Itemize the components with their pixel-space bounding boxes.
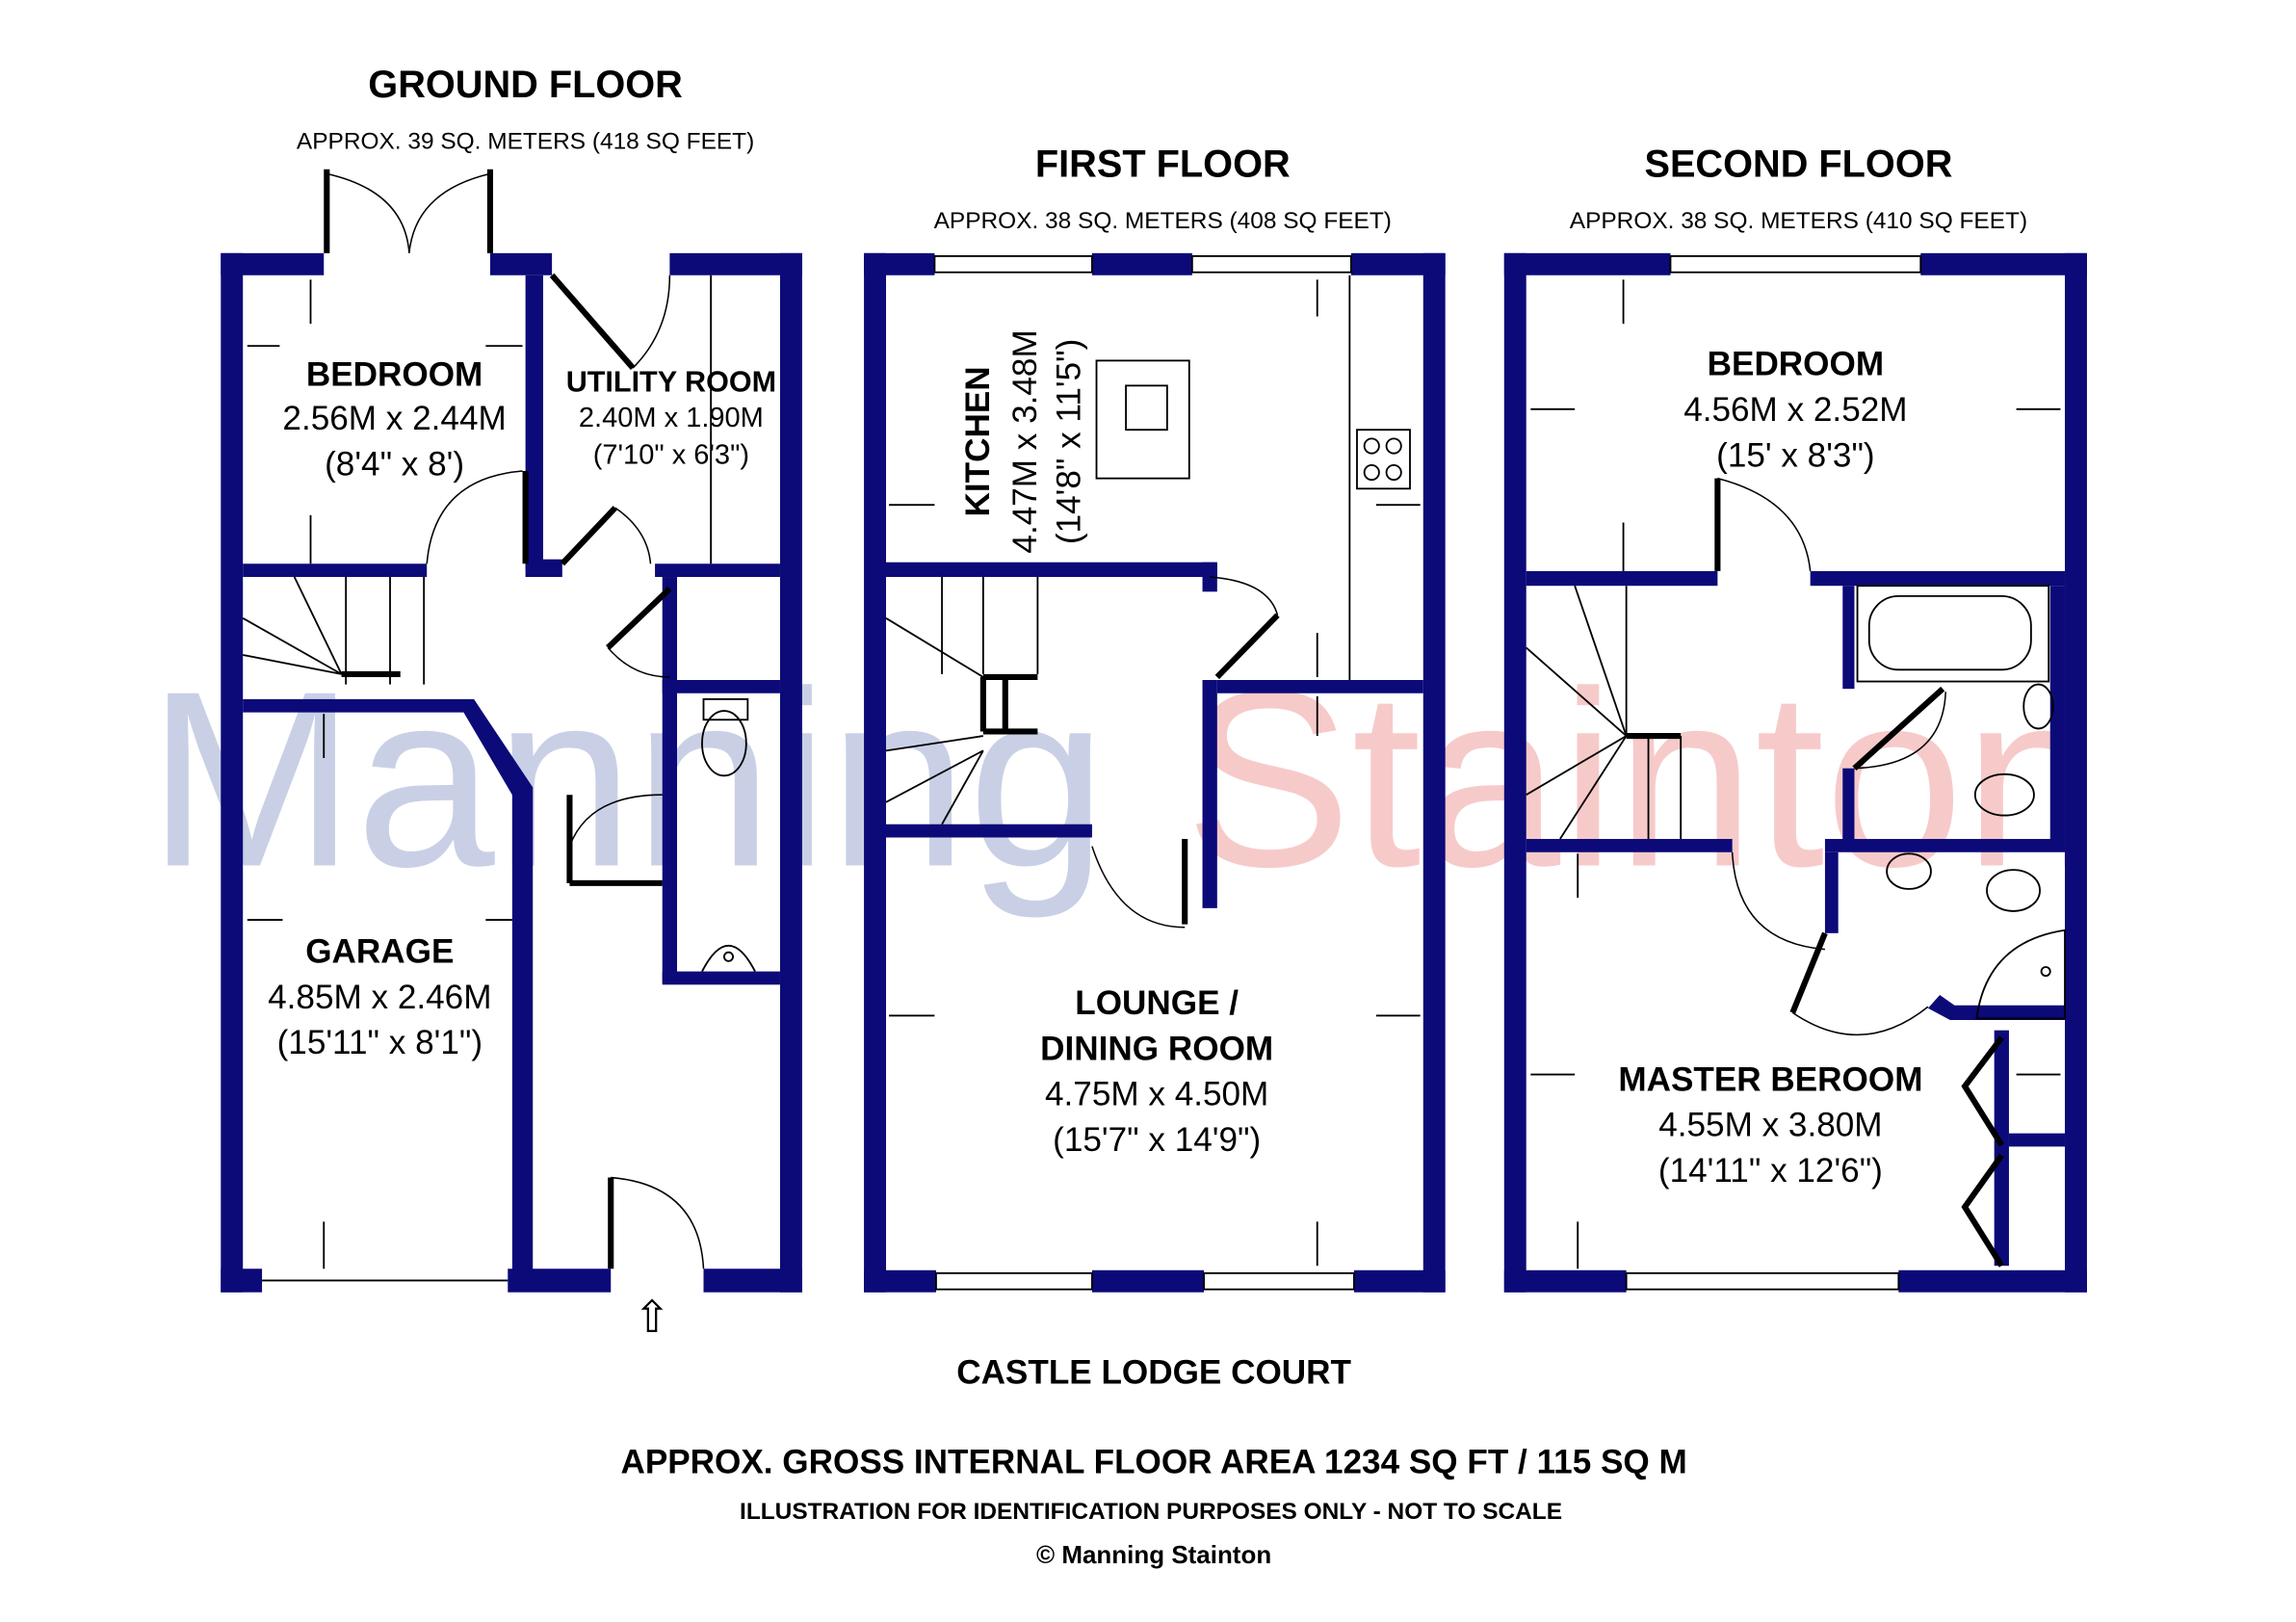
- footer: CASTLE LODGE COURT APPROX. GROSS INTERNA…: [620, 1353, 1686, 1568]
- room-dimensions-metric: 4.47M x 3.48M: [1006, 329, 1044, 553]
- entrance-arrow-icon: ⇧: [634, 1293, 670, 1342]
- room-name: BEDROOM: [306, 355, 483, 393]
- room-name: MASTER BEROOM: [1618, 1060, 1922, 1098]
- first-floor-area: APPROX. 38 SQ. METERS (408 SQ FEET): [934, 208, 1392, 234]
- room-dimensions-metric: 4.56M x 2.52M: [1683, 391, 1907, 429]
- dimension-arrows: [889, 279, 1421, 1267]
- basin: [1886, 683, 2054, 890]
- disclaimer: ILLUSTRATION FOR IDENTIFICATION PURPOSES…: [740, 1499, 1562, 1525]
- second-floor-walls: [1503, 252, 2087, 1293]
- second-floor-title: SECOND FLOOR: [1644, 143, 1952, 185]
- room-name: GARAGE: [305, 932, 454, 970]
- first-floor-title: FIRST FLOOR: [1035, 143, 1291, 185]
- basin: [701, 944, 756, 972]
- room-dimensions-metric: 4.55M x 3.80M: [1658, 1107, 1882, 1144]
- room-dimensions-imperial: (15'7" x 14'9"): [1053, 1121, 1261, 1159]
- room-dimensions-imperial: (15' x 8'3"): [1716, 436, 1874, 474]
- second-floor-area: APPROX. 38 SQ. METERS (410 SQ FEET): [1570, 208, 2027, 234]
- room-kitchen: KITCHEN 4.47M x 3.48M (14'8" x 11'5"): [959, 329, 1088, 553]
- room-name: LOUNGE /: [1075, 984, 1239, 1022]
- room-name: BEDROOM: [1708, 346, 1884, 383]
- stairs: [885, 577, 1039, 825]
- windows: [933, 254, 1355, 1291]
- hob: [1356, 429, 1411, 490]
- dimension-arrows: [247, 279, 523, 1269]
- room-dimensions-metric: 4.85M x 2.46M: [268, 979, 491, 1016]
- room-dimensions-metric: 4.75M x 4.50M: [1045, 1076, 1268, 1113]
- wc-toilet: [701, 697, 749, 777]
- ground-floor-title: GROUND FLOOR: [368, 64, 683, 106]
- windows: [1625, 254, 1922, 1291]
- toilet: [1973, 772, 2041, 912]
- room-dimensions-imperial: (14'11" x 12'6"): [1658, 1152, 1883, 1190]
- room-name: KITCHEN: [959, 366, 997, 516]
- address: CASTLE LODGE COURT: [956, 1353, 1351, 1391]
- room-bedroom-ground: BEDROOM 2.56M x 2.44M (8'4" x 8'): [282, 355, 506, 483]
- gross-area: APPROX. GROSS INTERNAL FLOOR AREA 1234 S…: [620, 1444, 1686, 1481]
- room-dimensions-imperial: (15'11" x 8'1"): [277, 1024, 483, 1061]
- room-dimensions-metric: 2.40M x 1.90M: [579, 403, 764, 433]
- room-name-line2: DINING ROOM: [1040, 1030, 1273, 1067]
- bath: [1856, 585, 2050, 683]
- room-dimensions-imperial: (7'10" x 6'3"): [593, 439, 749, 470]
- sink: [1095, 359, 1190, 480]
- watermark-manning: Manning: [147, 641, 1108, 921]
- first-floor: FIRST FLOOR APPROX. 38 SQ. METERS (408 S…: [864, 143, 1446, 1293]
- room-bedroom-second: BEDROOM 4.56M x 2.52M (15' x 8'3"): [1683, 346, 1907, 475]
- room-garage: GARAGE 4.85M x 2.46M (15'11" x 8'1"): [268, 932, 491, 1061]
- second-floor: SECOND FLOOR APPROX. 38 SQ. METERS (410 …: [1503, 143, 2087, 1293]
- room-utility: UTILITY ROOM 2.40M x 1.90M (7'10" x 6'3"…: [566, 365, 776, 470]
- shower: [1975, 929, 2066, 1020]
- room-dimensions-imperial: (8'4" x 8'): [325, 446, 464, 484]
- room-dimensions-metric: 2.56M x 2.44M: [282, 400, 506, 437]
- ground-floor-walls: [221, 252, 802, 1293]
- dimension-arrows: [1530, 279, 2061, 1269]
- ground-floor-area: APPROX. 39 SQ. METERS (418 SQ FEET): [297, 128, 754, 154]
- first-floor-walls: [864, 252, 1446, 1293]
- ground-floor: GROUND FLOOR APPROX. 39 SQ. METERS (418 …: [221, 64, 802, 1342]
- copyright: © Manning Stainton: [1036, 1540, 1271, 1569]
- room-name: UTILITY ROOM: [566, 365, 776, 398]
- room-lounge-dining: LOUNGE / DINING ROOM 4.75M x 4.50M (15'7…: [1040, 984, 1273, 1159]
- stairs: [242, 576, 426, 685]
- room-master-bedroom: MASTER BEROOM 4.55M x 3.80M (14'11" x 12…: [1618, 1060, 1922, 1190]
- room-dimensions-imperial: (14'8" x 11'5"): [1051, 339, 1088, 544]
- stairs: [1526, 585, 1683, 840]
- watermark: Manning Stainton: [147, 641, 2103, 921]
